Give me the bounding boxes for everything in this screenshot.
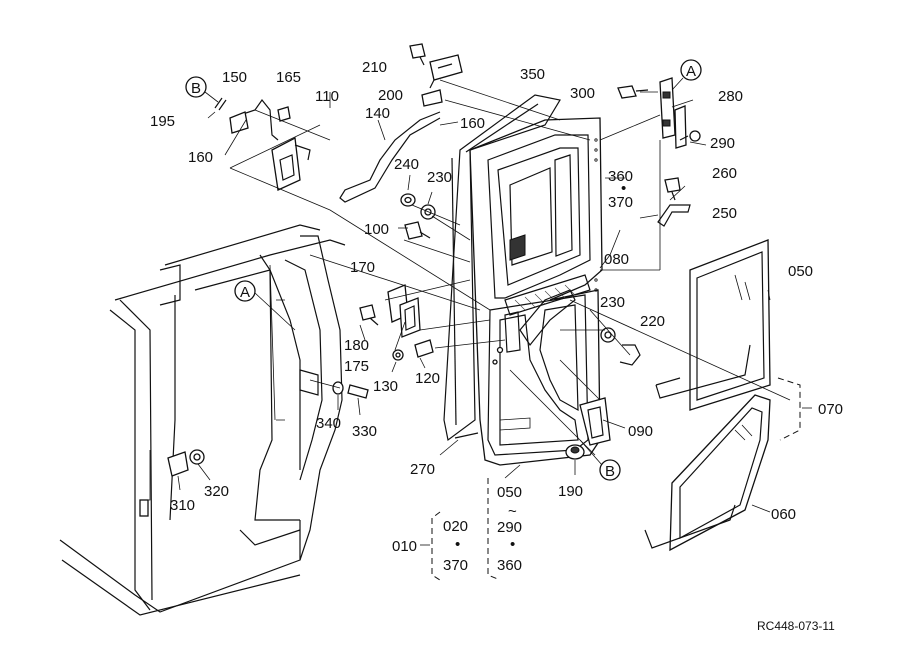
callout-050-right: 050 (788, 263, 813, 280)
callout-050-range-start: 050 (497, 484, 522, 501)
callout-060: 060 (771, 506, 796, 523)
callout-290: 290 (710, 135, 735, 152)
marker-B-bottom: B (599, 459, 621, 481)
marker-B-top: B (185, 76, 207, 98)
glass-panel-060 (644, 394, 771, 552)
callout-340: 340 (316, 415, 341, 432)
callout-270: 270 (410, 461, 435, 478)
callout-200: 200 (378, 87, 403, 104)
door-seal-350 (443, 94, 561, 442)
callout-360-range: 360 (497, 557, 522, 574)
callout-dot-360-370: • (621, 180, 626, 197)
callout-150: 150 (222, 69, 247, 86)
callout-350: 350 (520, 66, 545, 83)
callout-220: 220 (640, 313, 665, 330)
callout-100: 100 (364, 221, 389, 238)
callout-180: 180 (344, 337, 369, 354)
callout-260: 260 (712, 165, 737, 182)
callout-250: 250 (712, 205, 737, 222)
callout-230-right: 230 (600, 294, 625, 311)
door-frame (469, 117, 603, 466)
marker-A-left: A (234, 280, 256, 302)
callout-240: 240 (394, 156, 419, 173)
callout-370-range: 370 (443, 557, 468, 574)
callout-120: 120 (415, 370, 440, 387)
cab-frame (59, 224, 346, 616)
grouping-brackets (420, 478, 501, 581)
hinge-280 (659, 77, 687, 149)
callout-360: 360 (608, 168, 633, 185)
leader-lines (177, 79, 812, 513)
callout-310: 310 (170, 497, 195, 514)
callout-320: 320 (204, 483, 229, 500)
reference-code: RC448-073-11 (757, 619, 835, 633)
callout-210: 210 (362, 59, 387, 76)
callout-280: 280 (718, 88, 743, 105)
marker-B-bottom-text: B (605, 463, 615, 480)
glass-panel-050 (655, 239, 771, 411)
callout-290-range: 290 (497, 519, 522, 536)
callout-370: 370 (608, 194, 633, 211)
callout-020: 020 (443, 518, 468, 535)
callout-110: 110 (315, 88, 339, 105)
callout-160-left: 160 (188, 149, 213, 166)
callout-175: 175 (344, 358, 369, 375)
small-parts (167, 43, 701, 477)
callout-dot-020-370: • (455, 536, 460, 553)
callout-070: 070 (818, 401, 843, 418)
callout-170: 170 (350, 259, 375, 276)
callout-090: 090 (628, 423, 653, 440)
marker-A-top: A (680, 59, 702, 81)
callout-160-right: 160 (460, 115, 485, 132)
callout-230-top: 230 (427, 169, 452, 186)
marker-B-top-text: B (191, 80, 201, 97)
callout-080: 080 (604, 251, 629, 268)
callout-tilde: ~ (508, 503, 517, 520)
callout-130: 130 (373, 378, 398, 395)
bracket-070 (777, 377, 801, 441)
callout-300: 300 (570, 85, 595, 102)
callout-010: 010 (392, 538, 417, 555)
callout-140: 140 (365, 105, 390, 122)
callout-190: 190 (558, 483, 583, 500)
callout-dot-290-360: • (510, 536, 515, 553)
callout-165: 165 (276, 69, 301, 86)
marker-A-left-text: A (240, 284, 250, 301)
callout-330: 330 (352, 423, 377, 440)
callout-labels: 210 350 300 280 200 160 290 150 165 110 … (150, 59, 843, 633)
marker-A-top-text: A (686, 63, 696, 80)
callout-195: 195 (150, 113, 175, 130)
